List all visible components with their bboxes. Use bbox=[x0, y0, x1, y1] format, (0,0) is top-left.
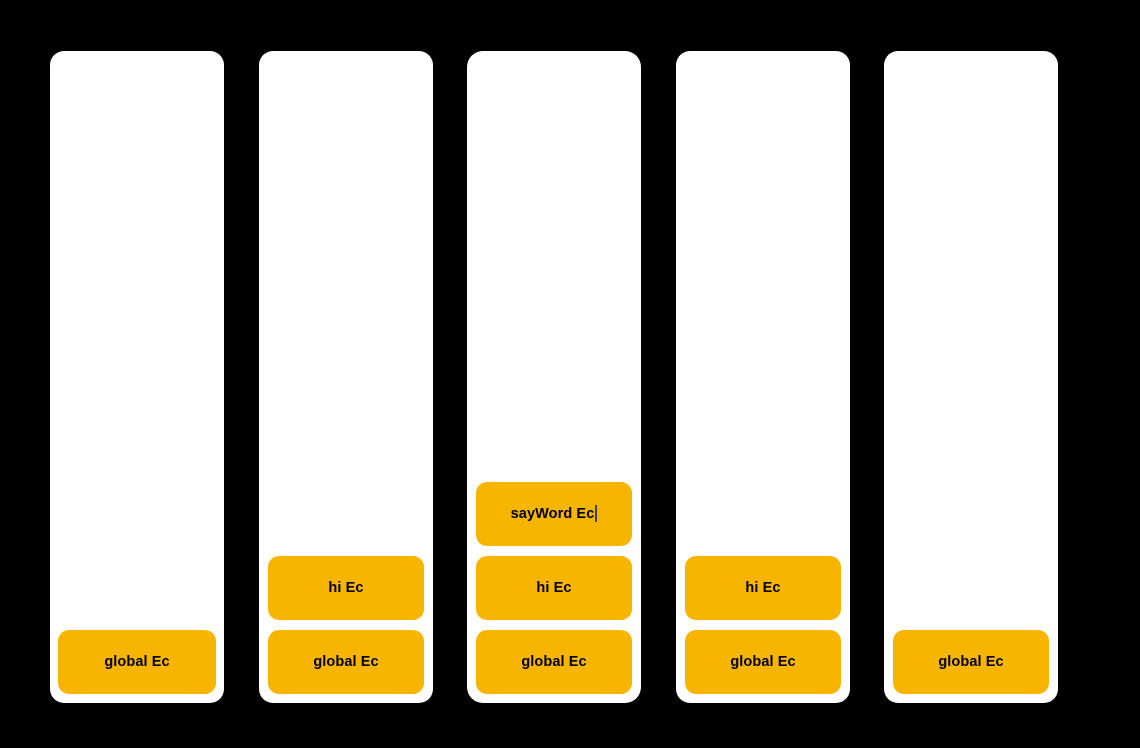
code-block-label: global Ec bbox=[521, 653, 587, 670]
code-block-label: global Ec bbox=[938, 653, 1004, 670]
block-column[interactable]: sayWord Ec hi Ec global Ec bbox=[467, 51, 641, 703]
code-block[interactable]: global Ec bbox=[685, 630, 841, 694]
code-block-label: global Ec bbox=[104, 653, 170, 670]
code-block[interactable]: global Ec bbox=[893, 630, 1049, 694]
code-block-editing[interactable]: sayWord Ec bbox=[476, 482, 632, 546]
block-column[interactable]: hi Ec global Ec bbox=[676, 51, 850, 703]
code-block[interactable]: global Ec bbox=[58, 630, 216, 694]
block-column[interactable]: hi Ec global Ec bbox=[259, 51, 433, 703]
code-block-label: global Ec bbox=[313, 653, 379, 670]
block-column[interactable]: global Ec bbox=[884, 51, 1058, 703]
code-block-label: hi Ec bbox=[745, 579, 781, 596]
code-block-label: hi Ec bbox=[536, 579, 572, 596]
code-block-label: global Ec bbox=[730, 653, 796, 670]
code-block[interactable]: hi Ec bbox=[685, 556, 841, 620]
code-block-label: sayWord Ec bbox=[510, 505, 595, 522]
code-block[interactable]: hi Ec bbox=[268, 556, 424, 620]
code-block[interactable]: hi Ec bbox=[476, 556, 632, 620]
code-block-label: hi Ec bbox=[328, 579, 364, 596]
block-column[interactable]: global Ec bbox=[50, 51, 224, 703]
code-block[interactable]: global Ec bbox=[476, 630, 632, 694]
code-block[interactable]: global Ec bbox=[268, 630, 424, 694]
text-caret bbox=[595, 504, 598, 522]
